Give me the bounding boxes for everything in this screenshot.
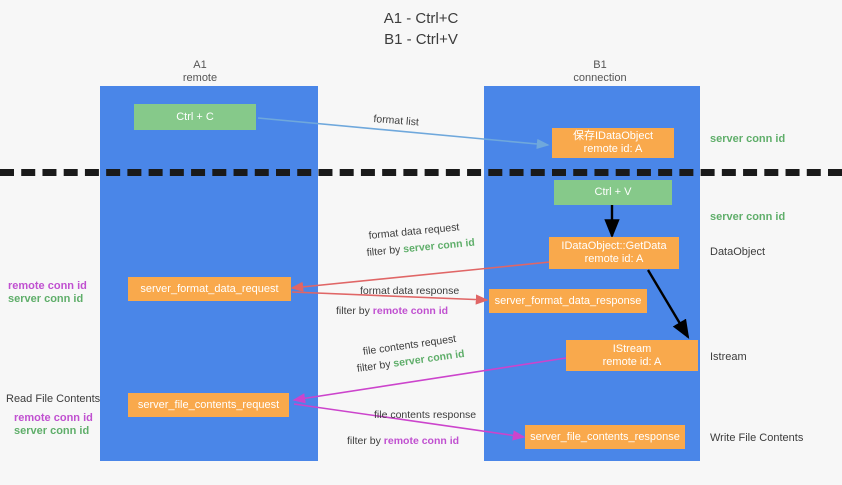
column-header-b1: B1 connection [573,59,627,84]
right-label-server-conn-id-top: server conn id [710,133,786,145]
right-label-write-file-contents: Write File Contents [710,432,804,444]
node-server-format-data-response[interactable]: server_format_data_response [489,289,647,313]
right-label-dataobject: DataObject [710,246,766,258]
filter-value-remote-conn-id: remote conn id [383,435,460,447]
node-ctrl-c[interactable]: Ctrl + C [134,104,256,130]
node-server-format-data-request[interactable]: server_format_data_request [128,277,291,301]
edge-label-file-contents-response-filter: filter by remote conn id [347,434,459,449]
column-header-a1: A1 remote [182,59,218,84]
page-title: A1 - Ctrl+C B1 - Ctrl+V [383,10,459,48]
left-label-remote-conn-id-1: remote conn id [8,280,87,292]
edge-label-file-contents-response: file contents response [374,409,477,421]
node-ctrl-v[interactable]: Ctrl + V [554,180,672,205]
left-label-server-conn-id-1: server conn id [8,293,84,305]
phase-divider [0,169,842,176]
filter-prefix: filter by [366,243,404,259]
filter-prefix: filter by [356,357,395,375]
filter-prefix: filter by [336,305,373,317]
left-label-read-file-contents: Read File Contents [6,393,101,405]
edge-label-format-data-response: format data response [360,285,460,297]
left-label-remote-conn-id-2: remote conn id [14,412,93,424]
node-istream[interactable]: IStream remote id: A [566,340,698,371]
edge-label-format-data-response-filter: filter by remote conn id [336,304,448,319]
left-label-server-conn-id-2: server conn id [14,425,90,437]
node-idataobject-getdata[interactable]: IDataObject::GetData remote id: A [549,237,679,269]
filter-value-remote-conn-id: remote conn id [372,305,449,317]
right-label-istream: Istream [710,351,747,363]
node-idataobject[interactable]: 保存IDataObject remote id: A [552,128,674,158]
filter-prefix: filter by [347,435,384,447]
node-server-file-contents-request[interactable]: server_file_contents_request [128,393,289,417]
right-label-server-conn-id-mid: server conn id [710,211,786,223]
node-server-file-contents-response[interactable]: server_file_contents_response [525,425,685,449]
